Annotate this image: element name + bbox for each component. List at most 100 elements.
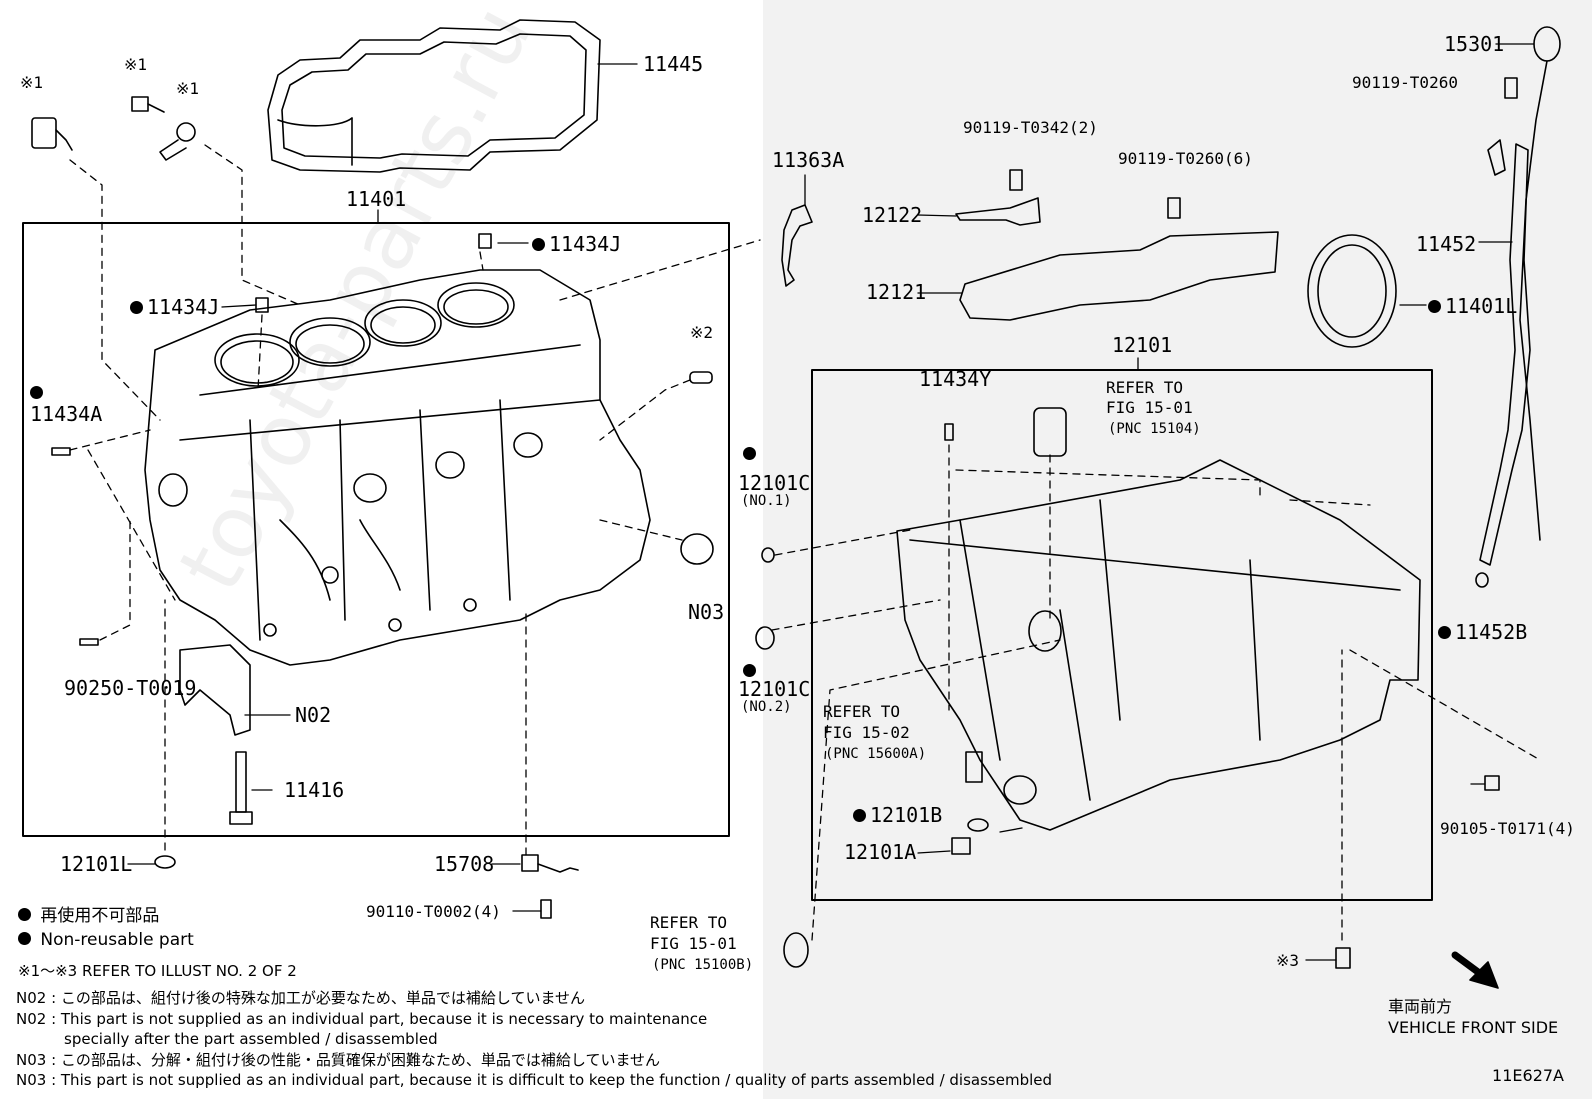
non-reusable-dot-icon [532,238,545,251]
legend-en: Non-reusable part [18,929,194,951]
label-15708: 15708 [434,852,495,876]
dowel-pin-11434J-left [255,297,269,313]
knock-sensor-part [31,117,73,151]
cylinder-block-11401 [144,269,651,666]
dipstick-guide-11452 [1479,139,1531,566]
label-star1-a: ※1 [20,73,44,92]
label-text: 11434J [147,295,220,319]
non-reusable-dot-icon [130,301,143,314]
legend-jp-text: 再使用不可部品 [40,906,160,926]
note-n03-en: N03 : This part is not supplied as an in… [16,1071,1053,1089]
label-no2: (NO.2) [741,699,792,715]
non-reusable-dot-icon [18,932,31,945]
label-12122: 12122 [862,203,923,227]
label-11434J-top: 11434J [532,233,621,255]
label-11416: 11416 [284,778,345,802]
label-11434Y: 11434Y [919,367,992,391]
gasket-12101B [967,818,989,832]
non-reusable-dot-icon [853,809,866,822]
label-12101C-1-dot [743,442,760,464]
refer-fig-15-01b-line1: REFER TO [650,913,728,932]
label-text: 11434J [549,232,622,256]
label-12101C-2-dot [743,659,760,681]
o-ring-15100B [783,932,809,968]
footnotes: N02 : この部品は、組付け後の特殊な加工が必要なため、単品では補給していませ… [16,988,1052,1091]
refer-fig-15-01b-line3: (PNC 15100B) [652,957,754,973]
drain-plug-12101A [951,837,971,855]
vehicle-front-side: 車両前方 VEHICLE FRONT SIDE [1388,996,1558,1038]
bolt-90119-T0260-6 [1167,197,1181,219]
washer-12101L [154,855,176,869]
plug-N03 [680,533,714,565]
filter-ref [1033,407,1067,457]
label-11434A-dot [30,381,47,403]
label-star1-b: ※1 [124,55,148,74]
label-90110: 90110-T0002(4) [366,902,501,921]
label-12101A: 12101A [844,840,917,864]
label-90250: 90250-T0019 [64,676,197,700]
label-15301: 15301 [1444,32,1505,56]
label-12101L: 12101L [60,852,133,876]
label-N02: N02 [295,703,332,727]
non-reusable-dot-icon [743,447,756,460]
non-reusable-dot-icon [1428,300,1441,313]
insulator-11445 [267,19,601,173]
right-panel-background [763,0,1592,1099]
non-reusable-dot-icon [743,664,756,677]
label-text: 12101B [870,803,943,827]
label-star1-c: ※1 [176,79,200,98]
o-ring-11452B [1475,572,1489,588]
note-n02-en1: N02 : This part is not supplied as an in… [16,1009,708,1028]
bracket-11363A [781,204,813,287]
oil-seal-11401L [1307,234,1397,348]
pin-11434A [51,447,71,456]
refer-fig-15-02-line2: FIG 15-02 [823,723,910,742]
label-12101C-2: 12101C [738,677,811,701]
bracket-12122 [955,197,1041,226]
label-text: 11452B [1455,620,1528,644]
label-11434J-left: 11434J [130,296,219,318]
oil-pan-12101 [896,459,1421,831]
bolt-90105 [1484,775,1500,791]
label-11434A: 11434A [30,402,103,426]
note-n03-jp: N03 : この部品は、分解・組付け後の性能・品質確保が困難なため、単品では補給… [16,1050,661,1069]
non-reusable-dot-icon [1438,626,1451,639]
note-n02-en2: specially after the part assembled / dis… [64,1030,438,1048]
bearing-cap-N02 [179,644,251,736]
plug-15600A [965,751,983,783]
label-11363A: 11363A [772,148,845,172]
label-11452: 11452 [1416,232,1477,256]
label-90119-T0342: 90119-T0342(2) [963,118,1098,137]
refer-fig-15-01-line2: FIG 15-01 [1106,398,1193,417]
label-text: 11401L [1445,294,1518,318]
o-ring-12101C-2 [755,626,775,650]
non-reusable-dot-icon [30,386,43,399]
o-ring-12101C-1 [761,547,775,563]
leader-lines [69,144,1541,941]
oil-jet-15708 [521,854,579,873]
cylinder-block-frame [22,222,730,837]
bolt-11416 [229,751,253,825]
label-90119-T0260-6: 90119-T0260(6) [1118,149,1253,168]
illustration-code: 11E627A [1492,1066,1564,1085]
refer-fig-15-01-line1: REFER TO [1106,378,1184,397]
note-n02-jp: N02 : この部品は、組付け後の特殊な加工が必要なため、単品では補給していませ… [16,989,586,1007]
pin-star2 [689,371,713,384]
label-11452B: 11452B [1438,621,1527,643]
legend-jp: 再使用不可部品 [18,905,159,927]
bolt-90110 [540,899,552,919]
front-en: VEHICLE FRONT SIDE [1388,1018,1559,1037]
label-12101B: 12101B [853,804,942,826]
bolt-90119-T0342 [1009,169,1023,191]
refer-fig-15-02-line3: (PNC 15600A) [825,746,927,762]
dowel-pin-11434J-top [478,233,492,249]
label-no1: (NO.1) [741,493,792,509]
non-reusable-dot-icon [18,908,31,921]
sensor-part [159,122,196,161]
baffle-plate-12121 [959,231,1279,321]
refer-fig-15-01-line3: (PNC 15104) [1108,421,1201,437]
legend-en-text: Non-reusable part [40,930,194,950]
label-11401: 11401 [346,187,407,211]
label-N03: N03 [688,600,725,624]
